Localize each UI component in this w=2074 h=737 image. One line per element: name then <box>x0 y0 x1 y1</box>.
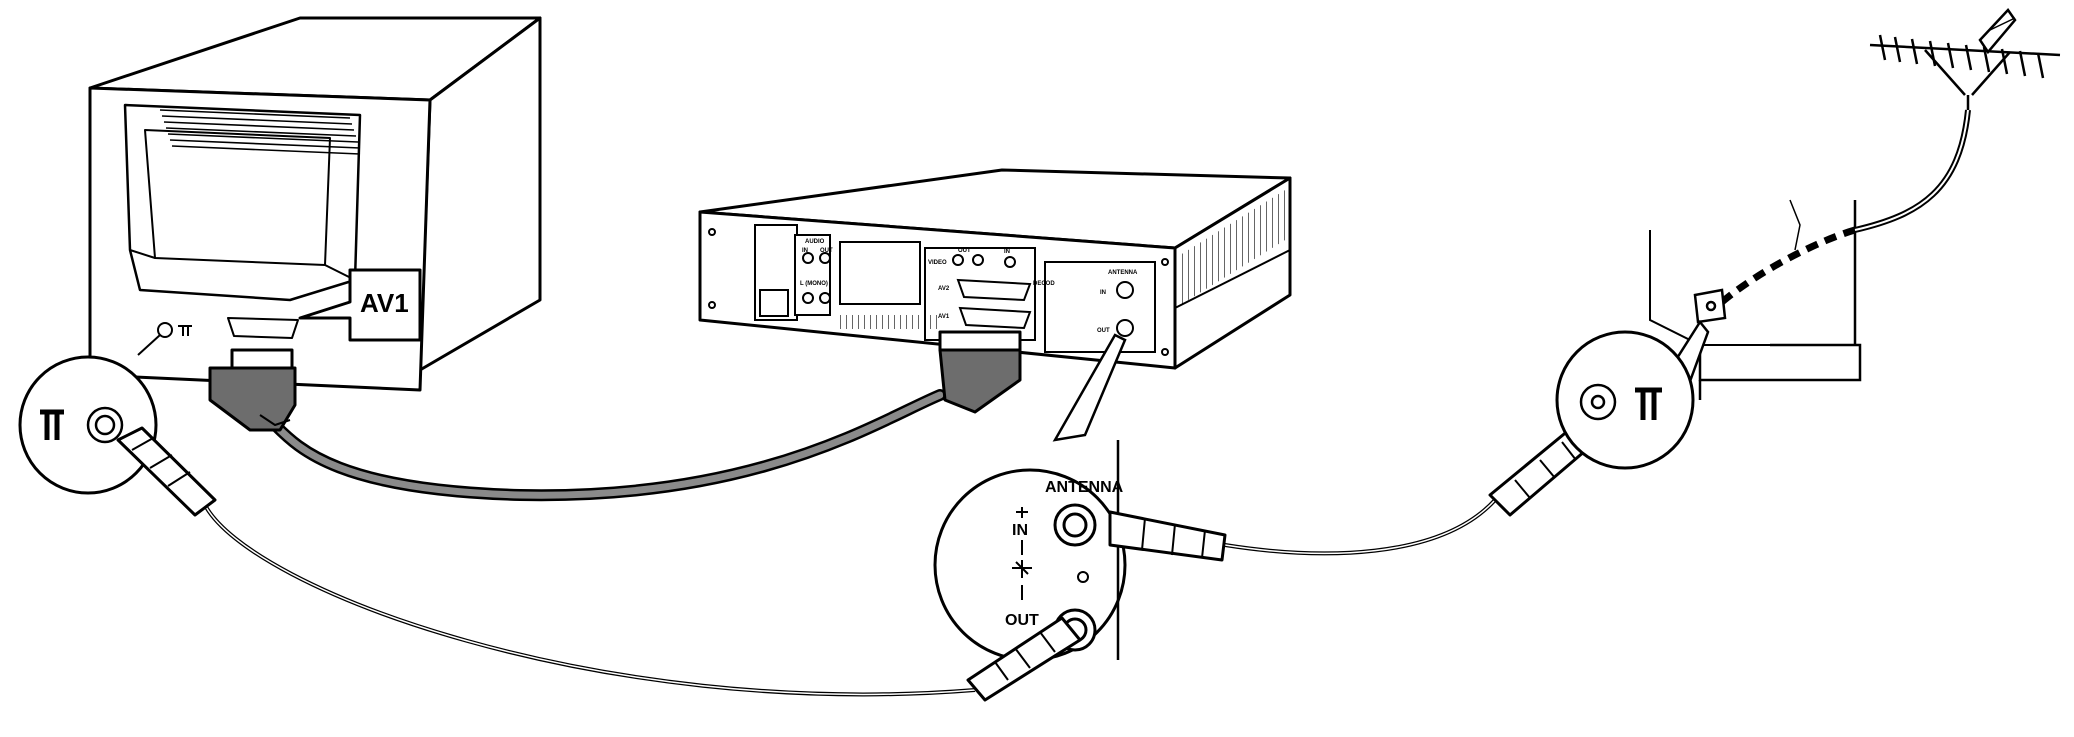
av1-callout <box>298 268 422 342</box>
scart-plug-tv-icon <box>208 348 297 432</box>
callout-antenna-label: ANTENNA <box>1045 479 1124 496</box>
vcr-side-vents <box>1180 190 1285 305</box>
vcr-label-av2: AV2 <box>938 286 950 292</box>
wall <box>1649 199 1862 400</box>
tv-scart-socket <box>227 317 299 339</box>
vcr-label-video-out: OUT <box>958 248 971 254</box>
tv-set <box>88 16 542 392</box>
rf-cable-tv-to-vcr <box>203 504 976 697</box>
vcr-label-audio-out: OUT <box>820 248 833 254</box>
vcr-label-decoder: DECOD <box>1033 281 1055 287</box>
tv-antenna-symbol-icon <box>178 325 192 336</box>
concealed-cable <box>1719 226 1856 305</box>
roof-antenna-icon <box>1869 8 2061 110</box>
wall-socket-icon <box>1693 288 1727 324</box>
vcr-label-ant-in: IN <box>1100 290 1106 296</box>
vcr-label-video: VIDEO <box>928 260 947 266</box>
rf-cable-vcr-to-wall <box>1224 498 1497 556</box>
vcr-antenna-in-port-icon <box>1116 281 1134 299</box>
rf-plug-vcr-out-icon <box>966 616 1082 702</box>
callout-in-label: IN <box>1012 522 1028 539</box>
wall-antenna-callout <box>1555 319 1710 470</box>
vcr-label-audio: AUDIO <box>805 239 825 245</box>
vcr-label-mono: L (MONO) <box>800 281 828 287</box>
callout-out-label: OUT <box>1005 612 1039 629</box>
vcr-label-antenna: ANTENNA <box>1108 270 1138 276</box>
vcr-antenna-out-port-icon <box>1116 319 1134 337</box>
rf-plug-tv-icon <box>116 426 217 517</box>
tv-antenna-callout <box>18 334 161 495</box>
vcr-label-ant-out: OUT <box>1097 328 1110 334</box>
vcr-antenna-callout <box>933 333 1127 662</box>
vcr-label-av1: AV1 <box>938 314 950 320</box>
scart-plug-vcr-icon <box>938 330 1022 414</box>
vcr-label-video-in: IN <box>1004 249 1010 255</box>
vcr-rear-panel <box>708 224 1169 356</box>
vcr-label-audio-in: IN <box>802 248 808 254</box>
tv-antenna-port-icon <box>157 322 173 338</box>
av1-label: AV1 <box>360 288 409 318</box>
rf-plug-vcr-in-icon <box>1108 510 1227 562</box>
